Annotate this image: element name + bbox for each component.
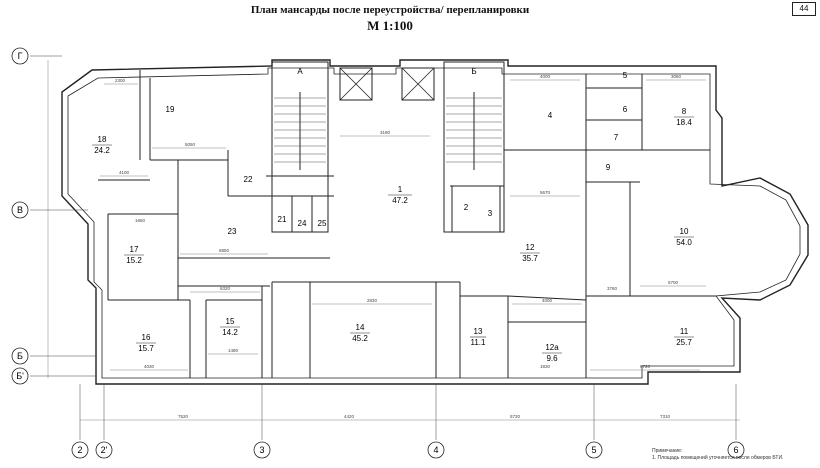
room-number: 8 [682, 107, 687, 116]
dimension-value: 1480 [228, 348, 239, 353]
dimension-value: 4100 [119, 170, 130, 175]
stair-label: Б [471, 67, 476, 76]
dimension-value: 5670 [540, 190, 551, 195]
room-area: 14.2 [222, 328, 238, 337]
dimension-value: 4420 [344, 414, 355, 419]
dimension-value: 3180 [380, 130, 391, 135]
dimension-value: 4000 [542, 298, 553, 303]
axis-bottom-label: 2' [101, 445, 108, 455]
room-number: 18 [98, 135, 107, 144]
room-number: 16 [142, 333, 151, 342]
room-number: 6 [623, 105, 628, 114]
lift-cross [339, 67, 435, 101]
room-number: 2 [464, 203, 469, 212]
room-area: 45.2 [352, 334, 368, 343]
room-number: 21 [278, 215, 287, 224]
grid-axes [30, 55, 737, 440]
dimension-value: 4030 [144, 364, 155, 369]
room-number: 3 [488, 209, 493, 218]
room-number: 17 [130, 245, 139, 254]
room-number: 12 [526, 243, 535, 252]
room-number: 25 [318, 219, 327, 228]
room-number: 13 [474, 327, 483, 336]
axis-left-label: Б [17, 351, 23, 361]
dimension-value: 6320 [220, 286, 231, 291]
room-area: 9.6 [546, 354, 558, 363]
axis-bottom-label: 6 [733, 445, 738, 455]
inner-wall [67, 67, 801, 379]
dimension-values: 2300 5050 4100 3180 4000 3060 5670 3760 … [115, 74, 682, 419]
room-numbers: 1 2 3 4 5 6 7 8 9 10 11 12 12а 13 14 15 … [98, 71, 689, 352]
room-number: 24 [298, 219, 307, 228]
room-area: 18.4 [676, 118, 692, 127]
room-area: 24.2 [94, 146, 110, 155]
dimension-value: 7310 [660, 414, 671, 419]
axis-bottom-label: 4 [433, 445, 438, 455]
plan-title: План мансарды после переустройства/ пере… [250, 4, 530, 16]
axis-bottom-label: 3 [259, 445, 264, 455]
room-area: 47.2 [392, 196, 408, 205]
outer-wall [61, 59, 809, 385]
room-area: 11.1 [471, 338, 487, 347]
dimension-value: 1830 [540, 364, 551, 369]
stair-label: А [297, 67, 303, 76]
dimension-value: 5050 [185, 142, 196, 147]
dimension-value: 7520 [178, 414, 189, 419]
axis-left-label: Г [18, 51, 23, 61]
room-number: 9 [606, 163, 611, 172]
dimension-lines [47, 60, 740, 421]
footnote: Примечание: 1. Площадь помещений уточняе… [652, 448, 818, 462]
dimension-value: 6850 [219, 248, 230, 253]
room-number: 5 [623, 71, 628, 80]
dimension-value: 3760 [607, 286, 618, 291]
axis-left-label: Б' [16, 371, 24, 381]
dimension-value: 2830 [367, 298, 378, 303]
room-area: 25.7 [676, 338, 692, 347]
page-number: 44 [792, 2, 816, 16]
room-area: 15.2 [126, 256, 142, 265]
dimension-value: 2300 [115, 78, 126, 83]
room-area: 35.7 [522, 254, 538, 263]
room-number: 19 [166, 105, 175, 114]
room-number: 4 [548, 111, 553, 120]
room-number: 22 [244, 175, 253, 184]
room-number: 12а [545, 343, 559, 352]
stair-treads [274, 97, 502, 163]
axis-bottom-label: 5 [591, 445, 596, 455]
room-area: 54.0 [676, 238, 692, 247]
plan-scale: М 1:100 [367, 18, 413, 33]
interior-walls [98, 61, 716, 378]
axis-bubbles [11, 47, 745, 459]
dimension-value: 4000 [540, 74, 551, 79]
room-number: 23 [228, 227, 237, 236]
room-number: 7 [614, 133, 619, 142]
room-number: 11 [680, 327, 689, 336]
dimension-value: 1660 [135, 218, 146, 223]
room-number: 10 [680, 227, 689, 236]
room-number: 1 [398, 185, 403, 194]
axis-bottom-label: 2 [77, 445, 82, 455]
room-area: 15.7 [138, 344, 154, 353]
room-number: 14 [356, 323, 365, 332]
dimension-value: 3060 [671, 74, 682, 79]
room-number: 15 [226, 317, 235, 326]
dimension-value: 5720 [510, 414, 521, 419]
axis-labels: Г В Б Б' 2 2' 3 4 5 6 [16, 51, 738, 455]
dimension-value: 5700 [668, 280, 679, 285]
dimension-value: 6720 [640, 364, 651, 369]
footnote-text: 1. Площадь помещений уточняется после об… [652, 455, 784, 461]
axis-left-label: В [17, 205, 23, 215]
footnote-heading: Примечание: [652, 448, 683, 454]
room-areas: 47.2 18.4 54.0 25.7 35.7 9.6 11.1 45.2 1… [94, 118, 692, 363]
